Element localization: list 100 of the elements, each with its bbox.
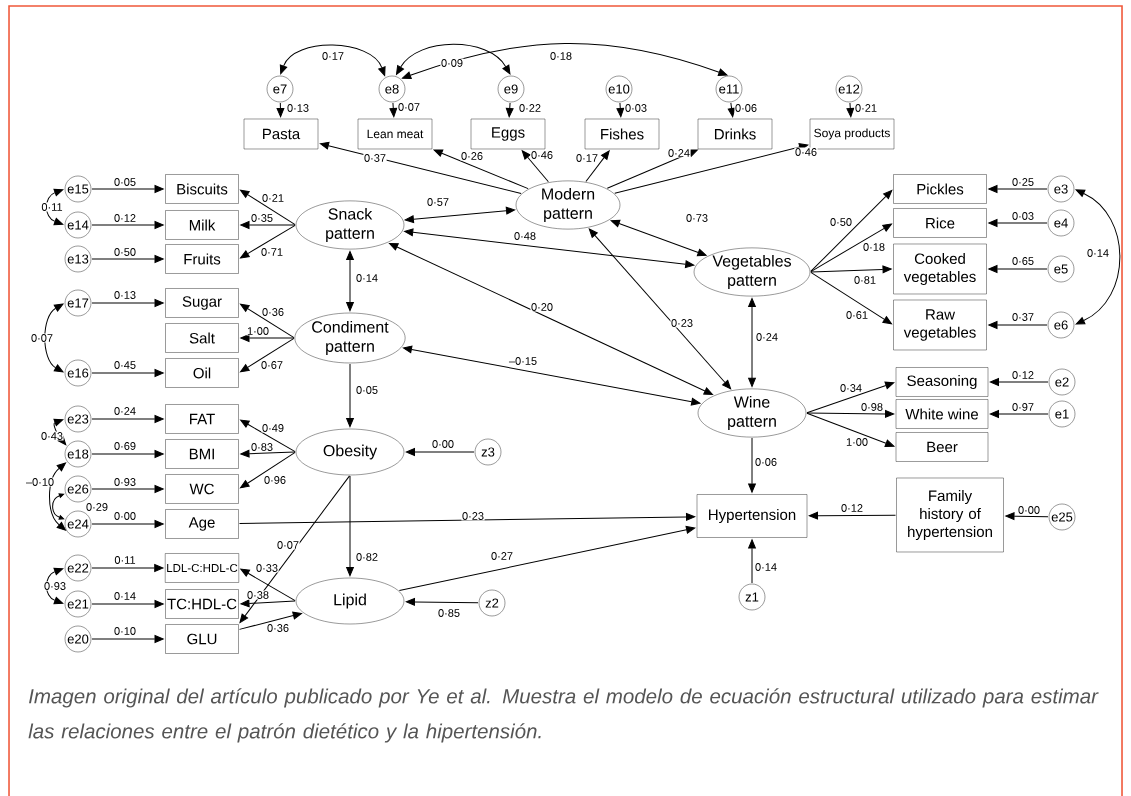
arrow: [240, 334, 295, 342]
arrow: [240, 303, 295, 339]
arrow: [748, 297, 756, 388]
edge-label: 0·14: [355, 273, 379, 283]
arrow: [806, 412, 895, 447]
edge-label: 0·14: [754, 562, 778, 572]
variable-box: Rice: [893, 208, 987, 238]
edge-label: 0·73: [685, 213, 709, 223]
edge-label: 0·82: [355, 552, 379, 562]
edge-label: 0·06: [754, 457, 778, 467]
variable-box: Drinks: [697, 118, 773, 150]
caption: Imagen original del artículo publicado por Ye et al. Muestra el modelo de ecuación estructural utilizado para estimar las relaciones entre el patrón dietético y la hipertensión.: [28, 688, 1099, 743]
edge-label: 0·26: [460, 151, 484, 161]
arrow: [389, 102, 398, 118]
edge-label: 0·21: [261, 193, 285, 203]
edge-label: 0·25: [1011, 177, 1035, 187]
arrow: [402, 345, 701, 406]
arrow: [91, 299, 164, 307]
arrow: [405, 448, 475, 456]
arrow: [748, 539, 756, 584]
edge-label: 0·57: [426, 197, 450, 207]
variable-box: Raw vegetables: [893, 299, 987, 351]
arrow: [988, 265, 1048, 273]
edge-label: 0·97: [1011, 402, 1035, 412]
arrow: [346, 363, 354, 428]
variable-box: LDL-C:HDL-C: [165, 553, 239, 583]
arrow: [346, 475, 354, 577]
arrow: [521, 150, 549, 183]
variable-box: Hypertension: [696, 494, 808, 538]
edge-label: 0·00: [431, 439, 455, 449]
arrow: [810, 271, 892, 325]
arrow: [606, 149, 698, 189]
arrow: [614, 143, 809, 194]
edge-label: 0·24: [113, 406, 137, 416]
arrow: [988, 321, 1048, 329]
edge-label: 0·96: [263, 475, 287, 485]
arrow: [91, 635, 164, 643]
edge-label: 0·05: [355, 385, 379, 395]
arrow: [239, 611, 302, 630]
arrow: [240, 419, 296, 453]
variable-box: GLU: [165, 624, 239, 654]
edge-label: 0·13: [113, 290, 137, 300]
variable-box: WC: [165, 474, 239, 504]
arrow: [396, 43, 511, 75]
edge-label: 1·00: [246, 326, 270, 336]
arrow: [585, 150, 610, 182]
arrow: [806, 381, 895, 414]
arrow: [1075, 189, 1121, 325]
edge-label: 0·93: [113, 477, 137, 487]
arrow: [239, 513, 696, 524]
arrow: [239, 475, 351, 624]
variable-box: Eggs: [470, 118, 546, 150]
arrow: [240, 599, 296, 608]
variable-box: Beer: [895, 432, 989, 462]
edge-label: 0·69: [113, 441, 137, 451]
variable-box: Age: [165, 509, 239, 539]
arrow: [44, 303, 64, 373]
edge-label: 0·09: [440, 58, 464, 68]
arrow: [91, 369, 164, 377]
arrow: [1005, 512, 1049, 521]
edge-label: 0·36: [266, 623, 290, 633]
arrow: [846, 102, 855, 118]
arrow: [91, 564, 164, 572]
edge-label: 0·24: [755, 332, 779, 342]
edge-label: 0·45: [113, 360, 137, 370]
edge-label: 0·07: [397, 102, 421, 112]
arrow: [810, 223, 892, 273]
arrow: [91, 255, 164, 263]
arrow: [405, 598, 479, 606]
edge-label: 0·12: [1011, 370, 1035, 380]
arrow: [240, 337, 295, 373]
arrow: [404, 206, 516, 224]
edge-label: 0·24: [667, 148, 691, 158]
arrow: [748, 437, 756, 493]
edge-label: 0·65: [1011, 256, 1035, 266]
arrow: [989, 378, 1049, 386]
variable-box: Fruits: [165, 244, 239, 274]
edge-label: 0·38: [246, 590, 270, 600]
edge-label: 0·81: [853, 275, 877, 285]
variable-box: Milk: [165, 210, 239, 240]
arrow: [52, 493, 65, 520]
edge-label: 0·12: [113, 213, 137, 223]
edge-label: 0·00: [1017, 505, 1041, 515]
variable-box: Biscuits: [165, 174, 239, 204]
arrow: [276, 102, 285, 118]
edge-label: 0·34: [839, 383, 863, 393]
edge-label: 0·17: [575, 153, 599, 163]
variable-box: Salt: [165, 323, 239, 353]
edge-label: 0·36: [261, 307, 285, 317]
edge-label: 0·23: [670, 318, 694, 328]
edge-label: 0·35: [250, 213, 274, 223]
arrow: [404, 228, 695, 269]
edge-label: –0·15: [508, 356, 538, 366]
edge-label: 0·23: [461, 511, 485, 521]
arrow: [433, 149, 529, 190]
edge-label: –0·10: [25, 477, 55, 487]
edge-label: 0·85: [437, 608, 461, 618]
edge-label: 0·20: [530, 302, 554, 312]
arrow: [240, 224, 296, 259]
edge-label: 0·71: [260, 247, 284, 257]
